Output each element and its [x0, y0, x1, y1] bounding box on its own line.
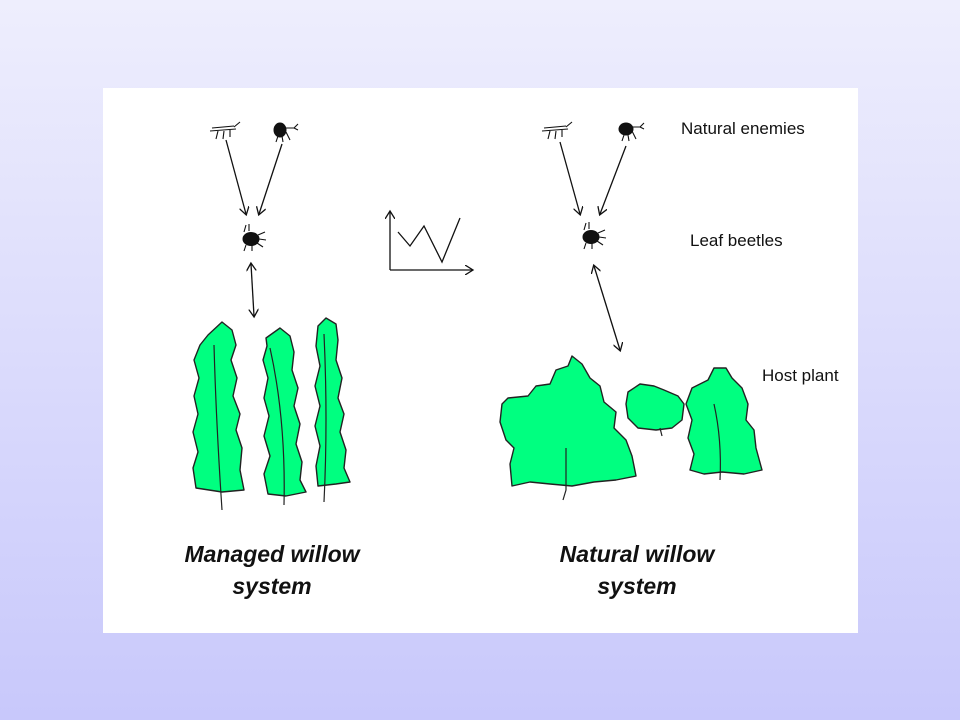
leaf-beetle-icon [242, 224, 267, 252]
host-plant-label: Host plant [762, 366, 839, 385]
natural-system-label-line1: Natural willow [560, 541, 717, 567]
willow-plant-icon [625, 383, 685, 437]
willow-plant-icon [314, 317, 351, 503]
willow-plant-icon [192, 321, 245, 511]
predation-arrow [259, 143, 283, 214]
managed-system-label-line1: Managed willow [184, 541, 361, 567]
predation-arrow [600, 145, 627, 214]
willow-plant-icon [262, 327, 307, 506]
predator-insect-icon [541, 121, 573, 140]
predator-insect-icon [209, 121, 241, 140]
herbivory-arrow [594, 266, 620, 350]
population-fluctuation-graph-icon [390, 212, 472, 270]
predator-insect-icon [273, 122, 299, 143]
natural-enemies-label: Natural enemies [681, 119, 805, 138]
herbivory-arrow [251, 264, 254, 316]
predation-arrow [225, 139, 246, 214]
predator-insect-icon [618, 122, 645, 142]
leaf-beetles-label: Leaf beetles [690, 231, 783, 250]
natural-system-label-line2: system [597, 573, 676, 599]
managed-system-label-line2: system [232, 573, 311, 599]
leaf-beetle-icon [582, 222, 607, 250]
predation-arrow [559, 141, 580, 214]
willow-plant-icon [685, 367, 763, 481]
willow-plant-icon [499, 355, 637, 501]
